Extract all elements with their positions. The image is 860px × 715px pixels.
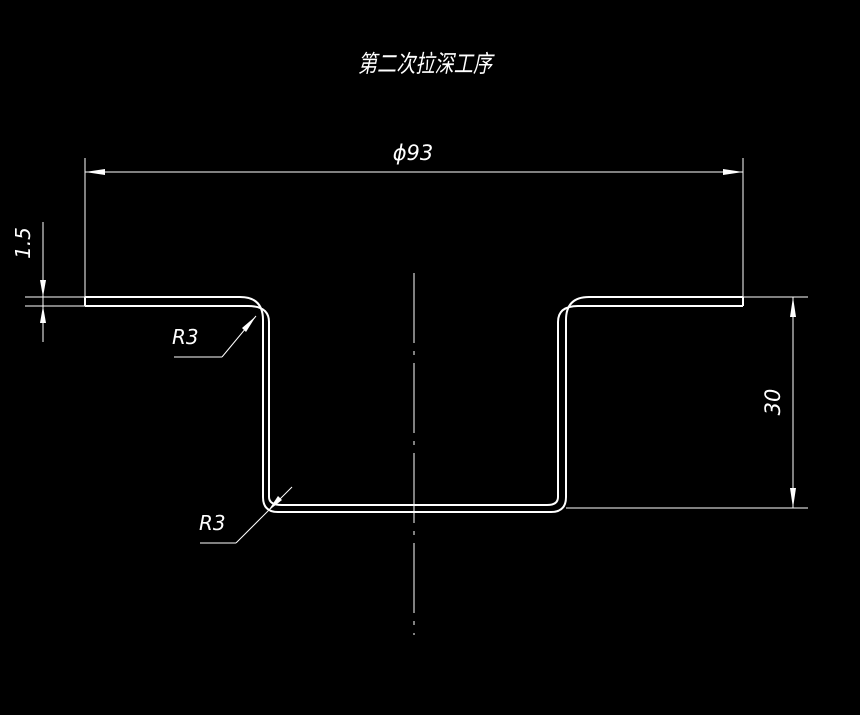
part-inner-contour xyxy=(85,305,743,506)
radius-bottom-leader xyxy=(235,486,293,544)
drawing-title: 第二次拉深工序 xyxy=(358,51,495,79)
thickness-arrow-top xyxy=(40,280,46,297)
radius-top-label: R3 xyxy=(172,325,199,349)
height-label: 30 xyxy=(761,389,785,416)
height-arrow-top xyxy=(790,297,796,317)
radius-top-arrow xyxy=(242,316,256,332)
diameter-arrow-right xyxy=(723,169,743,175)
diameter-label: ϕ93 xyxy=(393,141,434,165)
height-arrow-bottom xyxy=(790,488,796,508)
radius-bottom-label: R3 xyxy=(199,511,226,535)
thickness-arrow-bottom xyxy=(40,306,46,323)
thickness-label: 1.5 xyxy=(11,227,35,259)
diameter-arrow-left xyxy=(85,169,105,175)
radius-bottom-arrow xyxy=(268,496,282,511)
